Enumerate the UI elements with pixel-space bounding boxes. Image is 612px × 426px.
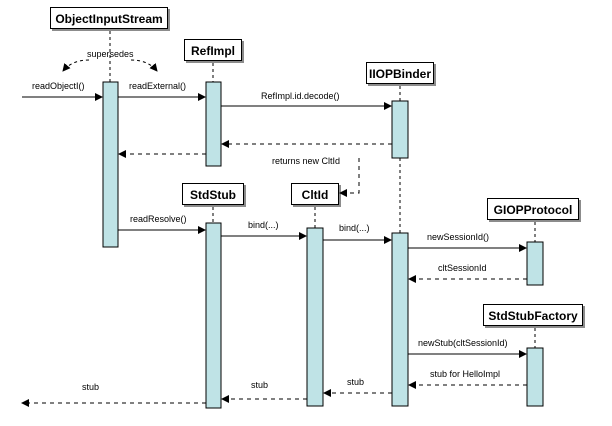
- participant-iiop-binder: IIOPBinder: [366, 62, 434, 84]
- label-stub-2: stub: [251, 380, 268, 390]
- label-clt-session-id: cltSessionId: [438, 263, 487, 273]
- activation-iiop-binder-2: [391, 232, 409, 407]
- label-read-external: readExternal(): [129, 81, 186, 91]
- label-new-stub: newStub(cltSessionId): [418, 338, 508, 348]
- label-stub-1: stub: [82, 382, 99, 392]
- activation-ref-impl: [205, 81, 222, 167]
- label-supersedes: supersedes: [87, 49, 134, 59]
- label-read-object: readObjectI(): [32, 81, 85, 91]
- label-returns-new-cltid: returns new CltId: [272, 156, 340, 166]
- activation-std-stub-factory: [526, 347, 544, 407]
- label-stub-for-hello-impl: stub for HelloImpl: [430, 369, 500, 379]
- participant-clt-id: CltId: [291, 183, 339, 205]
- label-bind-std-stub: bind(...): [248, 220, 279, 230]
- participant-std-stub: StdStub: [182, 183, 244, 205]
- activation-std-stub: [205, 222, 222, 409]
- activation-object-input-stream: [102, 81, 119, 248]
- label-new-session-id: newSessionId(): [427, 232, 489, 242]
- supersedes-curve-left: [62, 59, 90, 72]
- activation-clt-id: [306, 227, 324, 407]
- label-read-resolve: readResolve(): [130, 214, 187, 224]
- activation-giop-protocol: [526, 241, 544, 286]
- participant-giop-protocol: GIOPProtocol: [487, 198, 579, 220]
- activation-iiop-binder-1: [391, 100, 409, 159]
- return-new-cltid-line: [339, 158, 360, 197]
- participant-object-input-stream: ObjectInputStream: [50, 7, 168, 29]
- label-decode: RefImpl.id.decode(): [261, 91, 340, 101]
- participant-std-stub-factory: StdStubFactory: [483, 304, 583, 326]
- label-stub-3: stub: [347, 377, 364, 387]
- supersedes-curve-right: [130, 59, 158, 72]
- participant-ref-impl: RefImpl: [184, 39, 242, 61]
- label-bind-clt-id: bind(...): [339, 223, 370, 233]
